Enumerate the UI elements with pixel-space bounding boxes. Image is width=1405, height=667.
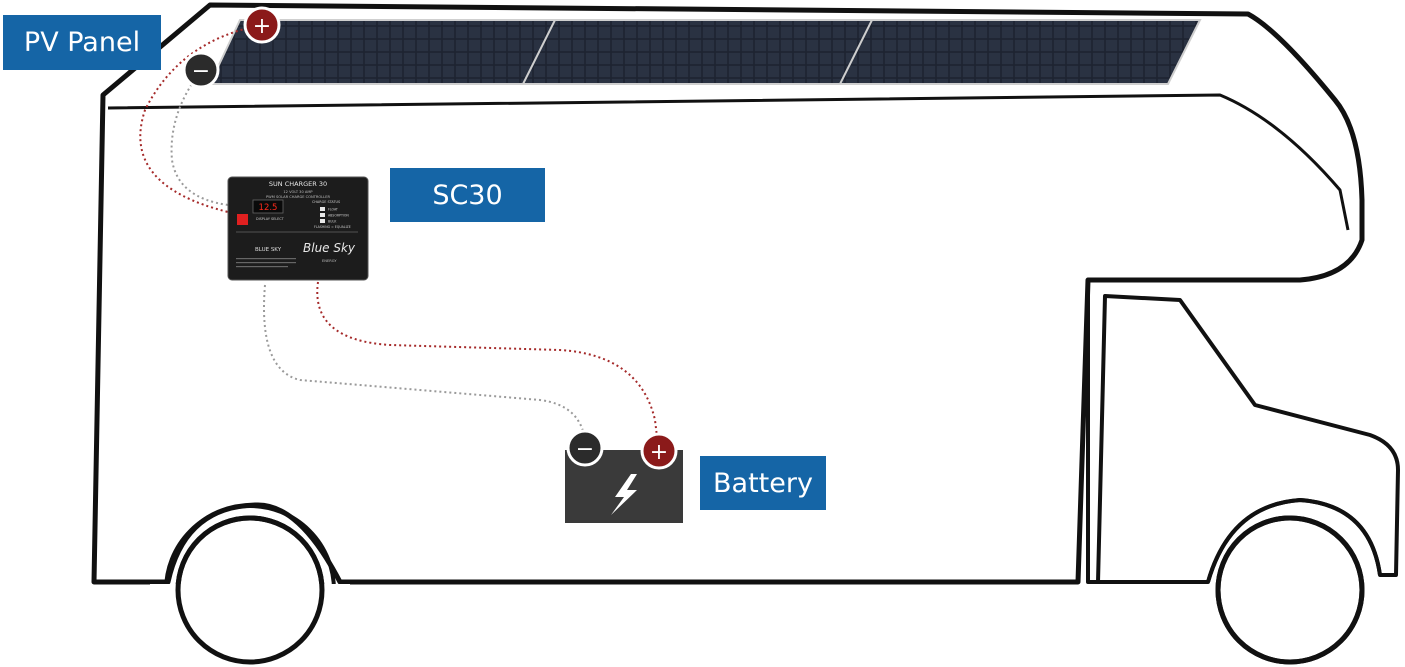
led-display-value: 12.5 [259, 203, 278, 213]
pv-positive-terminal: + [243, 6, 281, 44]
pv-positive-wire [139, 24, 263, 213]
brand-energy: ENERGY [322, 259, 337, 263]
battery-negative-terminal: − [566, 429, 604, 467]
pv-negative-wire [170, 71, 229, 206]
brand-script: Blue Sky [303, 241, 356, 255]
pv-panel-label: PV Panel [3, 15, 161, 70]
battery-negative-wire [263, 284, 586, 441]
svg-text:−: − [192, 59, 210, 84]
status-flashing-label: FLASHING = EQUALIZE [314, 225, 351, 229]
display-select-button [237, 214, 248, 225]
controller-subtitle-1: 12 VOLT 30 AMP [283, 190, 313, 194]
battery-positive-wire [316, 281, 659, 446]
sc30-label: SC30 [390, 168, 545, 222]
status-bulk-label: BULK [328, 220, 337, 224]
pv-panel-3 [838, 19, 1202, 85]
status-led-3 [320, 219, 325, 223]
controller-subtitle-2: PWM SOLAR CHARGE CONTROLLER [266, 195, 330, 199]
lightning-bolt-icon [611, 474, 637, 515]
pv-panel-2 [521, 19, 884, 85]
wiring [139, 24, 659, 446]
status-float-label: FLOAT [328, 208, 338, 212]
battery-label: Battery [700, 456, 826, 510]
led-display [252, 199, 284, 214]
sc30-controller: SUN CHARGER 30 12 VOLT 30 AMP PWM SOLAR … [227, 176, 369, 281]
svg-text:−: − [576, 437, 594, 462]
battery-positive-terminal: + [640, 432, 678, 470]
status-absorption-label: ABSORPTION [328, 214, 349, 218]
svg-text:+: + [253, 14, 271, 39]
rv-body-inner [107, 93, 1350, 231]
display-select-label: DISPLAY SELECT [256, 217, 285, 221]
rv-outline [91, 2, 1400, 667]
svg-text:+: + [650, 440, 668, 465]
status-led-1 [320, 207, 325, 211]
controller-title: SUN CHARGER 30 [269, 180, 327, 188]
brand-small: BLUE SKY [255, 247, 282, 253]
charge-status-label: CHARGE STATUS [312, 200, 340, 204]
pv-negative-terminal: − [182, 51, 220, 89]
pv-panel-array [208, 19, 1202, 85]
status-led-2 [320, 213, 325, 217]
rv-front-wheel-arch [1206, 498, 1382, 583]
